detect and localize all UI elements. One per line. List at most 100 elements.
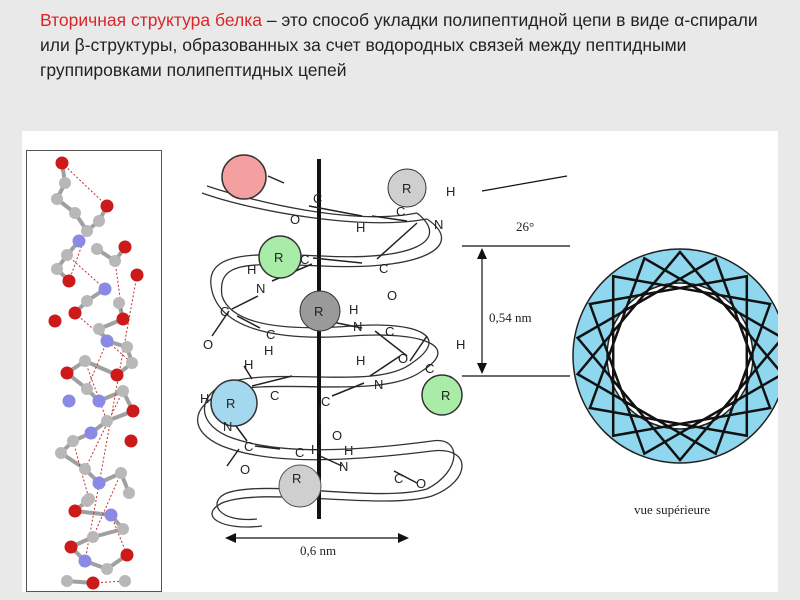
oxygen-atom <box>65 541 78 554</box>
carbon-atom <box>101 415 113 427</box>
atom-o: O <box>398 351 408 366</box>
carbon-atom <box>126 357 138 369</box>
title-term: Вторичная структура белка <box>40 10 262 30</box>
carbon-atom <box>119 575 131 587</box>
atom-c: C <box>385 324 394 339</box>
carbon-atom <box>59 177 71 189</box>
carbon-atom <box>113 297 125 309</box>
nitrogen-atom <box>85 427 98 440</box>
oxygen-atom <box>69 307 82 320</box>
atom-c: C <box>379 261 388 276</box>
top-view-label: vue supérieure <box>634 502 710 517</box>
atom-n: N <box>374 377 383 392</box>
carbon-atom <box>121 341 133 353</box>
carbon-atom <box>117 523 129 535</box>
oxygen-atom <box>119 241 132 254</box>
atom-c: C <box>295 445 304 460</box>
atom-h: H <box>344 443 353 458</box>
atom-c: C <box>321 394 330 409</box>
atom-n: N <box>353 319 362 334</box>
atom-c: C <box>300 252 309 267</box>
carbon-atom <box>117 385 129 397</box>
carbon-atom <box>101 563 113 575</box>
carbon-atom <box>123 487 135 499</box>
r-label: R <box>402 181 411 196</box>
r-label: R <box>441 388 450 403</box>
atom-o: O <box>332 428 342 443</box>
alpha-helix-diagram: R R R R R R C O H C H N C C O H <box>162 131 778 592</box>
atom-h: H <box>247 262 256 277</box>
atom-c: C <box>220 304 229 319</box>
nitrogen-atom <box>101 335 114 348</box>
atom-c: C <box>266 327 275 342</box>
oxygen-atom <box>111 369 124 382</box>
r-label: R <box>314 304 323 319</box>
arrowhead-right <box>398 533 409 543</box>
atom-n: N <box>256 281 265 296</box>
carbon-atom <box>81 295 93 307</box>
carbon-atom <box>61 575 73 587</box>
oxygen-atom <box>87 577 100 590</box>
angle-label: 26° <box>516 219 534 234</box>
atom-o: O <box>387 288 397 303</box>
r-label: R <box>274 250 283 265</box>
atom-o: O <box>240 462 250 477</box>
atom-c: C <box>244 439 253 454</box>
ball-and-stick-model <box>26 150 162 592</box>
pitch-label: 0,54 nm <box>489 310 532 325</box>
atom-h: H <box>356 220 365 235</box>
atom-h: H <box>356 353 365 368</box>
atom-h: H <box>200 391 209 406</box>
nitrogen-atom <box>93 395 106 408</box>
carbon-atom <box>91 243 103 255</box>
oxygen-atom <box>56 157 69 170</box>
oxygen-atom <box>131 269 144 282</box>
atom-n: N <box>223 419 232 434</box>
oxygen-atom <box>49 315 62 328</box>
carbon-atom <box>69 207 81 219</box>
top-view-ring-inner <box>607 283 753 429</box>
atom-c: C <box>313 191 322 206</box>
carbon-atom <box>93 323 105 335</box>
atom-n: N <box>339 459 348 474</box>
nitrogen-atom <box>99 283 112 296</box>
atom-h: H <box>244 357 253 372</box>
slide-title: Вторичная структура белка – это способ у… <box>40 8 785 83</box>
carbon-atom <box>51 263 63 275</box>
carbon-atom <box>55 447 67 459</box>
arrowhead-left <box>225 533 236 543</box>
carbon-atom <box>61 249 73 261</box>
atom-h: H <box>349 302 358 317</box>
atom-o: O <box>203 337 213 352</box>
atom-n: N <box>434 217 443 232</box>
carbon-atom <box>51 193 63 205</box>
ball-and-stick-svg <box>27 151 161 591</box>
carbon-atom <box>109 255 121 267</box>
nitrogen-atom <box>93 477 106 490</box>
carbon-atom <box>79 463 91 475</box>
carbon-atom <box>67 435 79 447</box>
nitrogen-atom <box>105 509 118 522</box>
atom-h: H <box>446 184 455 199</box>
atom-o: O <box>290 212 300 227</box>
atom-c: C <box>270 388 279 403</box>
nitrogen-atom <box>73 235 86 248</box>
nitrogen-atom <box>63 395 76 408</box>
oxygen-atom <box>69 505 82 518</box>
atom-c: C <box>394 471 403 486</box>
width-label: 0,6 nm <box>300 543 336 558</box>
oxygen-atom <box>125 435 138 448</box>
carbon-atom <box>81 495 93 507</box>
r-label: R <box>292 471 301 486</box>
atom-h: H <box>311 442 320 457</box>
r-group-pink <box>222 155 266 199</box>
atom-h: H <box>264 343 273 358</box>
carbon-atom <box>81 383 93 395</box>
nitrogen-atom <box>79 555 92 568</box>
atom-o: O <box>416 476 426 491</box>
atom-h: H <box>456 337 465 352</box>
carbon-atom <box>115 467 127 479</box>
oxygen-atom <box>117 313 130 326</box>
r-label: R <box>226 396 235 411</box>
